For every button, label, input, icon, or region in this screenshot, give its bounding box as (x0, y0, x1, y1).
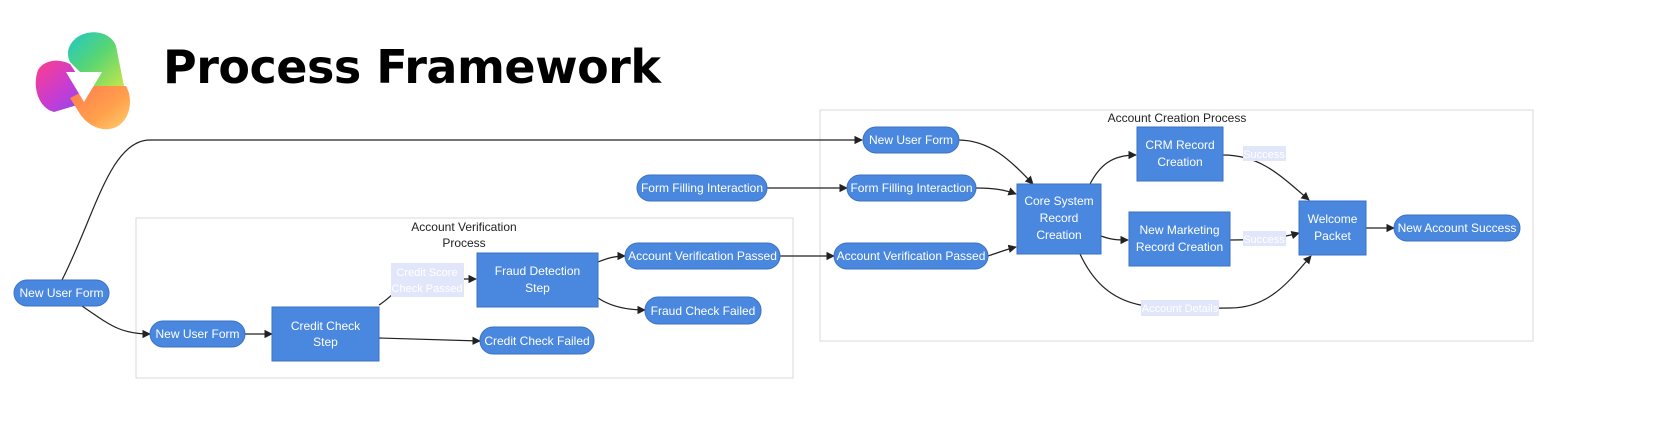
edge-fraud-to-fraud-failed (597, 297, 646, 315)
edge-core-to-crm (1089, 150, 1137, 185)
node-new-marketing-line1: New Marketing (1139, 223, 1219, 237)
node-new-marketing-line2: Record Creation (1136, 240, 1223, 254)
node-core-system-line1: Core System (1024, 194, 1093, 208)
edge-core-to-marketing (1100, 235, 1129, 245)
page-title: Process Framework (163, 40, 661, 94)
edge-top-form-to-core (957, 139, 1034, 185)
node-new-account-success-label: New Account Success (1398, 221, 1517, 235)
node-account-verification-passed-right-label: Account Verification Passed (837, 249, 986, 263)
node-core-system-line3: Creation (1036, 228, 1081, 242)
node-welcome-packet-line2: Packet (1314, 229, 1351, 243)
node-form-filling-left-label: Form Filling Interaction (641, 181, 763, 195)
node-form-filling-left[interactable]: Form Filling Interaction (636, 174, 768, 202)
edge-credit-check-to-failed (378, 336, 481, 345)
node-fraud-check-failed-label: Fraud Check Failed (651, 304, 756, 318)
edge-start-to-top-form (61, 135, 863, 281)
node-credit-check-step-line1: Credit Check (291, 319, 361, 333)
node-crm-record-line1: CRM Record (1145, 138, 1214, 152)
edge-label-account-details: Account Details (1141, 300, 1219, 316)
header: Process Framework (0, 0, 700, 140)
gradient-triangle-logo-icon (35, 32, 130, 130)
node-credit-check-step-line2: Step (313, 335, 338, 349)
node-account-verification-passed-left[interactable]: Account Verification Passed (624, 242, 781, 270)
node-form-filling-right[interactable]: Form Filling Interaction (846, 174, 977, 202)
account-creation-group-title: Account Creation Process (1108, 111, 1247, 125)
node-form-filling-right-label: Form Filling Interaction (850, 181, 972, 195)
node-new-user-form-verif[interactable]: New User Form (149, 320, 246, 348)
node-new-user-form-top-label: New User Form (869, 133, 953, 147)
node-crm-record-creation[interactable]: CRM Record Creation (1136, 126, 1224, 182)
edge-label-success-marketing: Success (1243, 231, 1286, 246)
account-verification-group-title-line2: Process (442, 236, 485, 250)
node-account-verification-passed-left-label: Account Verification Passed (628, 249, 777, 263)
edge-start-to-verif-form (81, 305, 151, 339)
node-fraud-check-failed[interactable]: Fraud Check Failed (644, 296, 762, 325)
node-fraud-detection-step-line2: Step (525, 281, 550, 295)
node-new-account-success[interactable]: New Account Success (1393, 214, 1521, 242)
edge-label-account-details-text: Account Details (1142, 303, 1219, 315)
node-new-user-form-verif-label: New User Form (155, 327, 239, 341)
edge-form-filling-to-core (975, 187, 1017, 196)
node-welcome-packet-line1: Welcome (1308, 212, 1358, 226)
node-new-user-form-start-label: New User Form (19, 286, 103, 300)
edge-label-credit-score-line1: Credit Score (396, 267, 457, 279)
edge-label-success-crm-text: Success (1243, 149, 1285, 161)
node-new-user-form-top[interactable]: New User Form (862, 126, 960, 154)
edge-label-credit-score: Credit Score Check Passed (391, 263, 464, 297)
node-credit-check-step[interactable]: Credit Check Step (271, 306, 380, 362)
edge-label-credit-score-line2: Check Passed (392, 283, 463, 295)
node-account-verification-passed-right[interactable]: Account Verification Passed (833, 242, 989, 270)
node-crm-record-line2: Creation (1157, 155, 1202, 169)
node-fraud-detection-step[interactable]: Fraud Detection Step (476, 252, 599, 308)
node-new-user-form-start[interactable]: New User Form (13, 279, 110, 307)
edge-label-success-marketing-text: Success (1243, 234, 1285, 246)
node-core-system-line2: Record (1040, 211, 1079, 225)
node-core-system-record-creation[interactable]: Core System Record Creation (1016, 183, 1102, 255)
node-credit-check-failed-label: Credit Check Failed (484, 334, 589, 348)
account-verification-group-title: Account Verification (411, 220, 516, 234)
node-fraud-detection-step-line1: Fraud Detection (495, 264, 580, 278)
edge-crm-to-welcome (1222, 154, 1310, 201)
edge-core-to-welcome (1079, 253, 1312, 310)
edge-verif-passed-to-core (987, 244, 1017, 257)
edge-fraud-to-verif-passed (597, 251, 626, 263)
node-credit-check-failed[interactable]: Credit Check Failed (479, 326, 595, 355)
node-new-marketing-record-creation[interactable]: New Marketing Record Creation (1128, 211, 1231, 267)
edge-label-success-crm: Success (1243, 146, 1286, 161)
node-welcome-packet[interactable]: Welcome Packet (1298, 200, 1367, 256)
